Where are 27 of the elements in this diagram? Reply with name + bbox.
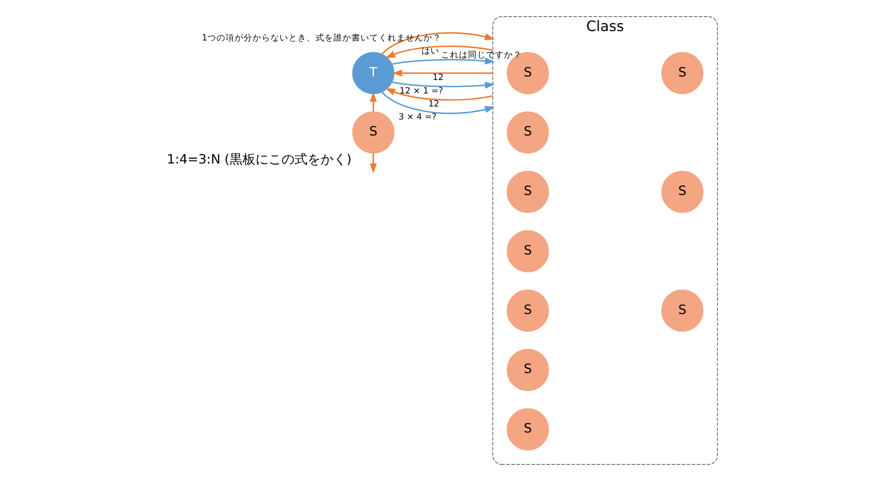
node-circle: S <box>660 290 703 332</box>
edge-label: はい <box>421 46 440 56</box>
node-circle: T <box>352 52 394 94</box>
edge-label: 3 × 4 =? <box>398 112 436 123</box>
node-circle: S <box>506 230 548 272</box>
node-circle: S <box>506 170 548 213</box>
arrow <box>392 57 494 65</box>
node-circle: S <box>506 408 548 450</box>
node-circle: S <box>506 348 548 392</box>
arrow <box>380 32 494 55</box>
arrow <box>369 92 376 112</box>
edge-label: 12 <box>428 100 439 110</box>
arrow <box>380 92 494 114</box>
arrow <box>384 88 492 101</box>
node-label: 1:4=3:N (黒板にこの式をかく) <box>166 152 352 168</box>
edge-label: これは同じですか？ <box>440 50 522 60</box>
node-circle: S <box>506 290 548 332</box>
arrow <box>369 153 376 174</box>
node-circle: S <box>660 170 703 213</box>
node-circle: S <box>352 111 394 154</box>
node-circle: S <box>506 111 548 154</box>
edge-label: 12 × 1 =? <box>399 86 443 96</box>
arrow <box>384 46 492 58</box>
arrow <box>392 81 494 89</box>
node-circle: S <box>660 52 703 94</box>
edge-label: 12 <box>432 72 444 83</box>
arrow <box>392 70 492 77</box>
